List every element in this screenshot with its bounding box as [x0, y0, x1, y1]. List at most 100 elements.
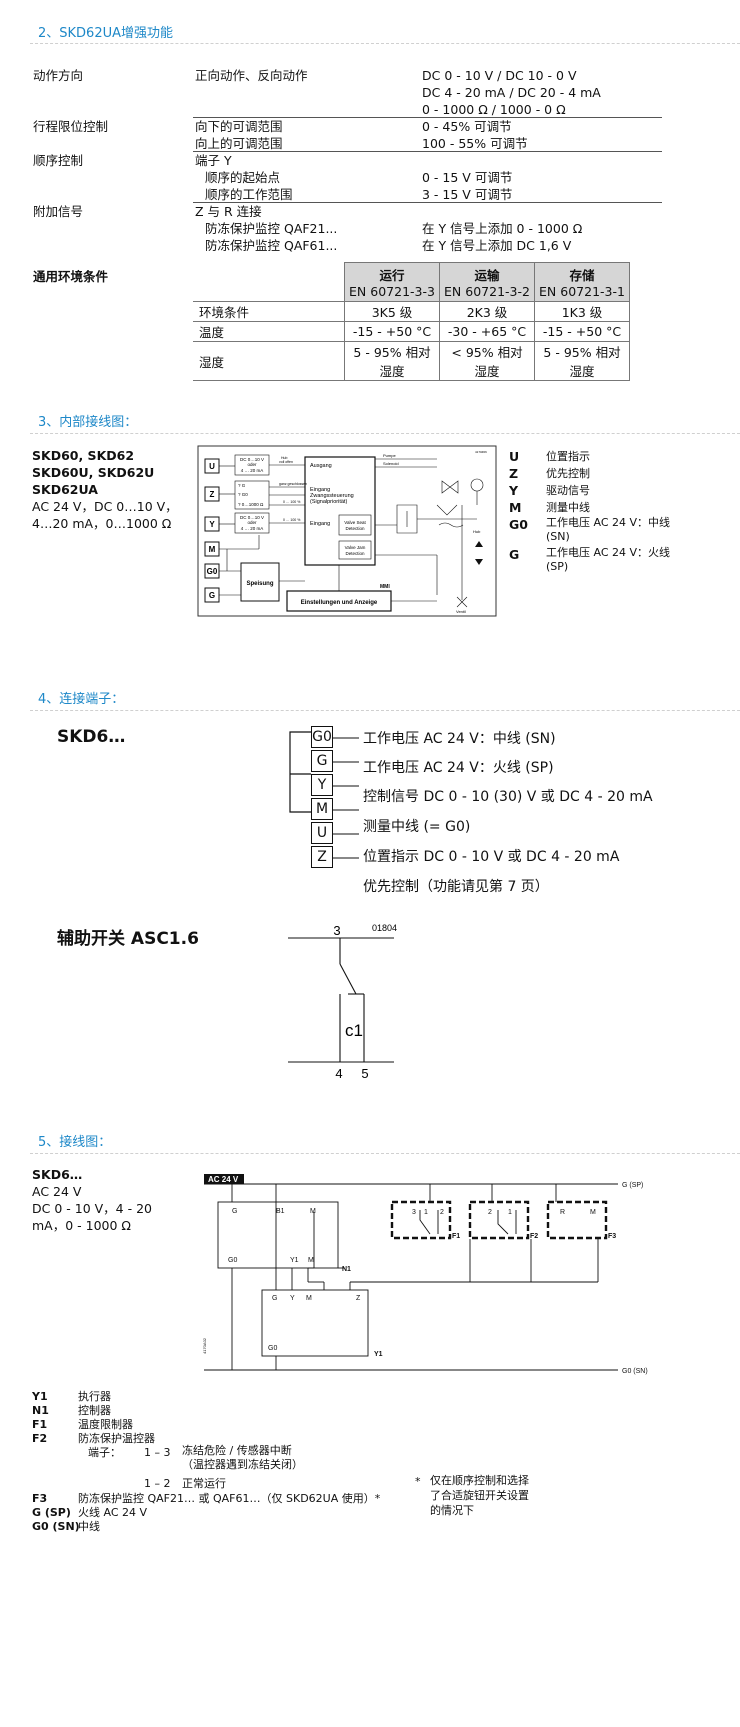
row-desc: 防冻保护监控 QAF61... — [205, 238, 338, 253]
svg-text:1: 1 — [424, 1209, 428, 1216]
svg-text:Valve Jam: Valve Jam — [345, 545, 366, 550]
table-row: 温度 -15 - +50 °C -30 - +65 °C -15 - +50 °… — [193, 321, 630, 342]
terminal-z: Z — [210, 490, 215, 499]
row-desc: 正向动作、反向动作 — [195, 68, 308, 83]
model-name: SKD60, SKD62 — [32, 448, 135, 463]
svg-text:? G0: ? G0 — [238, 492, 248, 497]
svg-text:Ausgang: Ausgang — [310, 463, 332, 469]
legend-text: 温度限制器 — [78, 1418, 133, 1431]
legend-key: F1 — [32, 1418, 48, 1431]
row-divider — [193, 202, 662, 203]
svg-text:01804: 01804 — [372, 923, 397, 933]
svg-text:0 … 100 %: 0 … 100 % — [283, 518, 300, 522]
row-label-sequence: 顺序控制 — [33, 153, 84, 168]
legend-text: 工作电压 AC 24 V：中线(SN) — [546, 516, 671, 543]
svg-text:Y1: Y1 — [290, 1257, 299, 1264]
terminal-u: U — [311, 822, 333, 844]
terminal-g: G — [209, 591, 215, 600]
svg-text:DC 0…10 V: DC 0…10 V — [240, 457, 264, 462]
section-2-title: 2、SKD62UA增强功能 — [38, 26, 174, 41]
row-value: DC 0 - 10 V / DC 10 - 0 V — [422, 68, 577, 83]
legend-key: M — [509, 500, 522, 515]
terminal-g0: G0 — [311, 726, 333, 748]
row-value: 0 - 1000 Ω / 1000 - 0 Ω — [422, 102, 566, 117]
svg-text:voll offen: voll offen — [279, 460, 293, 464]
svg-text:4: 4 — [335, 1066, 342, 1081]
svg-text:G0: G0 — [268, 1345, 277, 1352]
svg-text:G0: G0 — [228, 1257, 237, 1264]
row-label-extra-signal: 附加信号 — [33, 204, 84, 219]
f2-range: 1 – 3 — [144, 1446, 171, 1459]
svg-text:Detection: Detection — [345, 551, 365, 556]
legend-key: F2 — [32, 1432, 48, 1445]
env-label: 通用环境条件 — [33, 269, 109, 284]
svg-text:AC 24 V: AC 24 V — [208, 1175, 239, 1184]
aux-switch-diagram: 3 01804 c1 4 5 — [288, 923, 397, 1081]
spec-text: 4…20 mA，0…1000 Ω — [32, 516, 172, 531]
legend-key: Y1 — [32, 1390, 48, 1403]
note-text: 仅在顺序控制和选择了合适旋钮开关设置的情况下 — [430, 1474, 529, 1517]
note-marker: * — [415, 1475, 421, 1488]
svg-text:3: 3 — [333, 923, 340, 938]
svg-text:M: M — [308, 1257, 314, 1264]
legend-text: 位置指示 — [546, 450, 590, 463]
svg-text:2: 2 — [440, 1209, 444, 1216]
svg-text:F3: F3 — [608, 1233, 616, 1240]
section-divider — [30, 43, 740, 44]
legend-key: Y — [509, 483, 519, 498]
row-value: 在 Y 信号上添加 DC 1,6 V — [422, 238, 572, 253]
svg-text:? 0…1000 Ω: ? 0…1000 Ω — [238, 502, 264, 507]
svg-text:N1: N1 — [342, 1266, 351, 1273]
section-3-title: 3、内部接线图： — [38, 415, 138, 430]
svg-text:M: M — [310, 1208, 316, 1215]
f2-terminal-label: 端子： — [88, 1446, 121, 1459]
svg-text:oder: oder — [247, 462, 257, 467]
svg-text:c1: c1 — [345, 1021, 363, 1040]
legend-text: 防冻保护温控器 — [78, 1432, 155, 1445]
internal-wiring-diagram: U Z Y M G0 G DC 0…10 V oder 4 … 20 mA ? … — [197, 445, 497, 617]
terminal-strip: G0 G Y M U Z — [311, 726, 333, 868]
terminal-y: Y — [311, 774, 333, 796]
svg-text:ganz geschlossen: ganz geschlossen — [279, 482, 307, 486]
row-desc: 向上的可调范围 — [195, 136, 283, 151]
svg-text:0 … 100 %: 0 … 100 % — [283, 500, 300, 504]
terminal-m: M — [209, 545, 216, 554]
connection-diagram: AC 24 V G B1 M G0 Y1 — [202, 1174, 648, 1375]
terminal-bracket — [289, 731, 311, 813]
svg-text:G (SP): G (SP) — [622, 1182, 643, 1189]
svg-text:F1: F1 — [452, 1233, 460, 1240]
row-desc: 端子 Y — [195, 153, 232, 168]
terminal-desc: 控制信号 DC 0 - 10 (30) V 或 DC 4 - 20 mA — [363, 789, 653, 805]
svg-text:5: 5 — [361, 1066, 368, 1081]
svg-text:Ventil: Ventil — [456, 609, 466, 614]
row-value: 在 Y 信号上添加 0 - 1000 Ω — [422, 221, 583, 236]
svg-text:Einstellungen und Anzeige: Einstellungen und Anzeige — [301, 600, 378, 606]
device-name: SKD6… — [57, 727, 126, 747]
row-value: 0 - 15 V 可调节 — [422, 170, 513, 185]
svg-text:Zwangssteuerung: Zwangssteuerung — [310, 493, 354, 499]
svg-text:G: G — [232, 1208, 237, 1215]
row-desc: 顺序的起始点 — [205, 170, 281, 185]
legend-key: U — [509, 449, 520, 464]
svg-text:R: R — [560, 1209, 565, 1216]
section-4-title: 4、连接端子： — [38, 692, 125, 707]
legend-text: 工作电压 AC 24 V：火线(SP) — [546, 546, 671, 573]
legend-key: G0 (SN) — [32, 1520, 80, 1533]
legend-text: 火线 AC 24 V — [78, 1506, 148, 1519]
svg-text:M: M — [590, 1209, 596, 1216]
svg-text:G: G — [272, 1295, 277, 1302]
svg-text:MMI: MMI — [380, 584, 390, 590]
svg-text:oder: oder — [247, 520, 257, 525]
table-row: 环境条件 3K5 级 2K3 级 1K3 级 — [193, 301, 630, 322]
terminal-m: M — [311, 798, 333, 820]
terminal-g: G — [311, 750, 333, 772]
svg-text:Valve Seat: Valve Seat — [344, 520, 366, 525]
svg-text:4 … 20 mA: 4 … 20 mA — [241, 468, 264, 473]
terminal-desc: 优先控制（功能请见第 7 页） — [363, 879, 549, 895]
f2-range-text: 正常运行 — [182, 1477, 226, 1490]
terminal-desc: 测量中线 (= G0) — [363, 819, 471, 835]
table-row: 湿度 5 - 95% 相对湿度 < 95% 相对湿度 5 - 95% 相对湿度 — [193, 341, 630, 381]
legend-text: 测量中线 — [546, 501, 590, 514]
